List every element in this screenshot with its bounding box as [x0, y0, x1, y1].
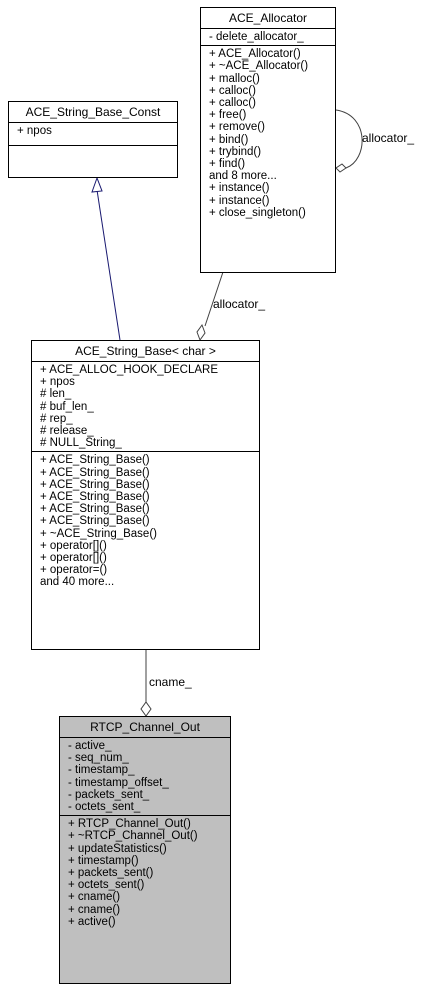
attribute-section: + ACE_ALLOC_HOOK_DECLARE + npos # len_ #…	[32, 362, 259, 451]
attribute: - timestamp_offset_	[68, 776, 169, 789]
method: + ACE_String_Base()	[40, 491, 150, 504]
method: + instance()	[209, 194, 270, 207]
more-methods: and 8 more...	[209, 170, 277, 183]
inheritance-arrowhead	[91, 176, 103, 193]
method: + ACE_Allocator()	[209, 48, 301, 61]
method: + RTCP_Channel_Out()	[68, 818, 191, 831]
attribute-section: + npos	[9, 123, 177, 145]
allocator-association-diamond	[196, 323, 206, 342]
inheritance-edge	[96, 189, 121, 341]
method-section	[9, 145, 177, 166]
method: + ACE_String_Base()	[40, 503, 150, 516]
attribute: - packets_sent_	[68, 788, 150, 801]
self-association-edge	[335, 109, 363, 169]
attribute: - timestamp_	[68, 764, 135, 777]
attribute-section: - delete_allocator_	[201, 29, 335, 45]
method: + ~ACE_Allocator()	[209, 60, 309, 73]
method: + malloc()	[209, 72, 260, 85]
method: + ACE_String_Base()	[40, 478, 150, 491]
self-allocator-label: allocator_	[362, 131, 415, 145]
method: + close_singleton()	[209, 206, 306, 219]
more-methods: and 40 more...	[40, 576, 115, 589]
method: + remove()	[209, 121, 265, 134]
attribute: - octets_sent_	[68, 801, 141, 814]
class-ace-string-base[interactable]: ACE_String_Base< char > + ACE_ALLOC_HOOK…	[31, 340, 260, 650]
method: + ACE_String_Base()	[40, 515, 150, 528]
cname-association-label: cname_	[149, 675, 192, 689]
method: + timestamp()	[68, 854, 139, 867]
class-title: ACE_String_Base_Const	[9, 102, 177, 123]
method: + ~ACE_String_Base()	[40, 527, 157, 540]
method: + octets_sent()	[68, 879, 145, 892]
method: + free()	[209, 109, 247, 122]
class-title: ACE_String_Base< char >	[32, 341, 259, 362]
allocator-association-edge	[204, 271, 224, 327]
method: + calloc()	[209, 84, 256, 97]
attribute: # release_	[40, 425, 94, 438]
method: + operator[]()	[40, 539, 107, 552]
method: + active()	[68, 915, 116, 928]
method-section: + ACE_String_Base() + ACE_String_Base() …	[32, 451, 259, 590]
method: + cname()	[68, 891, 121, 904]
attribute: # buf_len_	[40, 400, 94, 413]
method-section: + ACE_Allocator() + ~ACE_Allocator() + m…	[201, 45, 335, 221]
cname-association-diamond	[140, 701, 152, 717]
method: + ~RTCP_Channel_Out()	[68, 830, 198, 843]
attribute: + ACE_ALLOC_HOOK_DECLARE	[40, 364, 219, 376]
attribute: - delete_allocator_	[209, 31, 304, 43]
attribute: - seq_num_	[68, 752, 129, 765]
class-title: ACE_Allocator	[201, 8, 335, 29]
attribute: # NULL_String_	[40, 437, 122, 450]
method: + ACE_String_Base()	[40, 454, 150, 467]
method: + trybind()	[209, 145, 262, 158]
attribute: # len_	[40, 388, 72, 401]
class-ace-allocator[interactable]: ACE_Allocator - delete_allocator_ + ACE_…	[200, 7, 336, 273]
attribute-section: - active_ - seq_num_ - timestamp_ - time…	[60, 738, 230, 815]
method: + updateStatistics()	[68, 842, 167, 855]
attribute: - active_	[68, 740, 112, 752]
method: + cname()	[68, 903, 121, 916]
method: + instance()	[209, 182, 270, 195]
method: + bind()	[209, 133, 249, 146]
class-ace-string-base-const[interactable]: ACE_String_Base_Const + npos	[8, 101, 178, 178]
allocator-association-label: allocator_	[213, 297, 266, 311]
method: + ACE_String_Base()	[40, 466, 150, 479]
method: + operator[]()	[40, 552, 107, 565]
method: + operator=()	[40, 564, 108, 577]
class-title: RTCP_Channel_Out	[60, 717, 230, 738]
method: + find()	[209, 158, 246, 171]
self-association-diamond	[335, 163, 347, 173]
attribute: # rep_	[40, 412, 73, 425]
class-rtcp-channel-out[interactable]: RTCP_Channel_Out - active_ - seq_num_ - …	[59, 716, 231, 984]
method: + calloc()	[209, 97, 256, 110]
method: + packets_sent()	[68, 867, 154, 880]
method-section: + RTCP_Channel_Out() + ~RTCP_Channel_Out…	[60, 815, 230, 930]
attribute: + npos	[17, 125, 52, 137]
attribute: + npos	[40, 376, 75, 389]
